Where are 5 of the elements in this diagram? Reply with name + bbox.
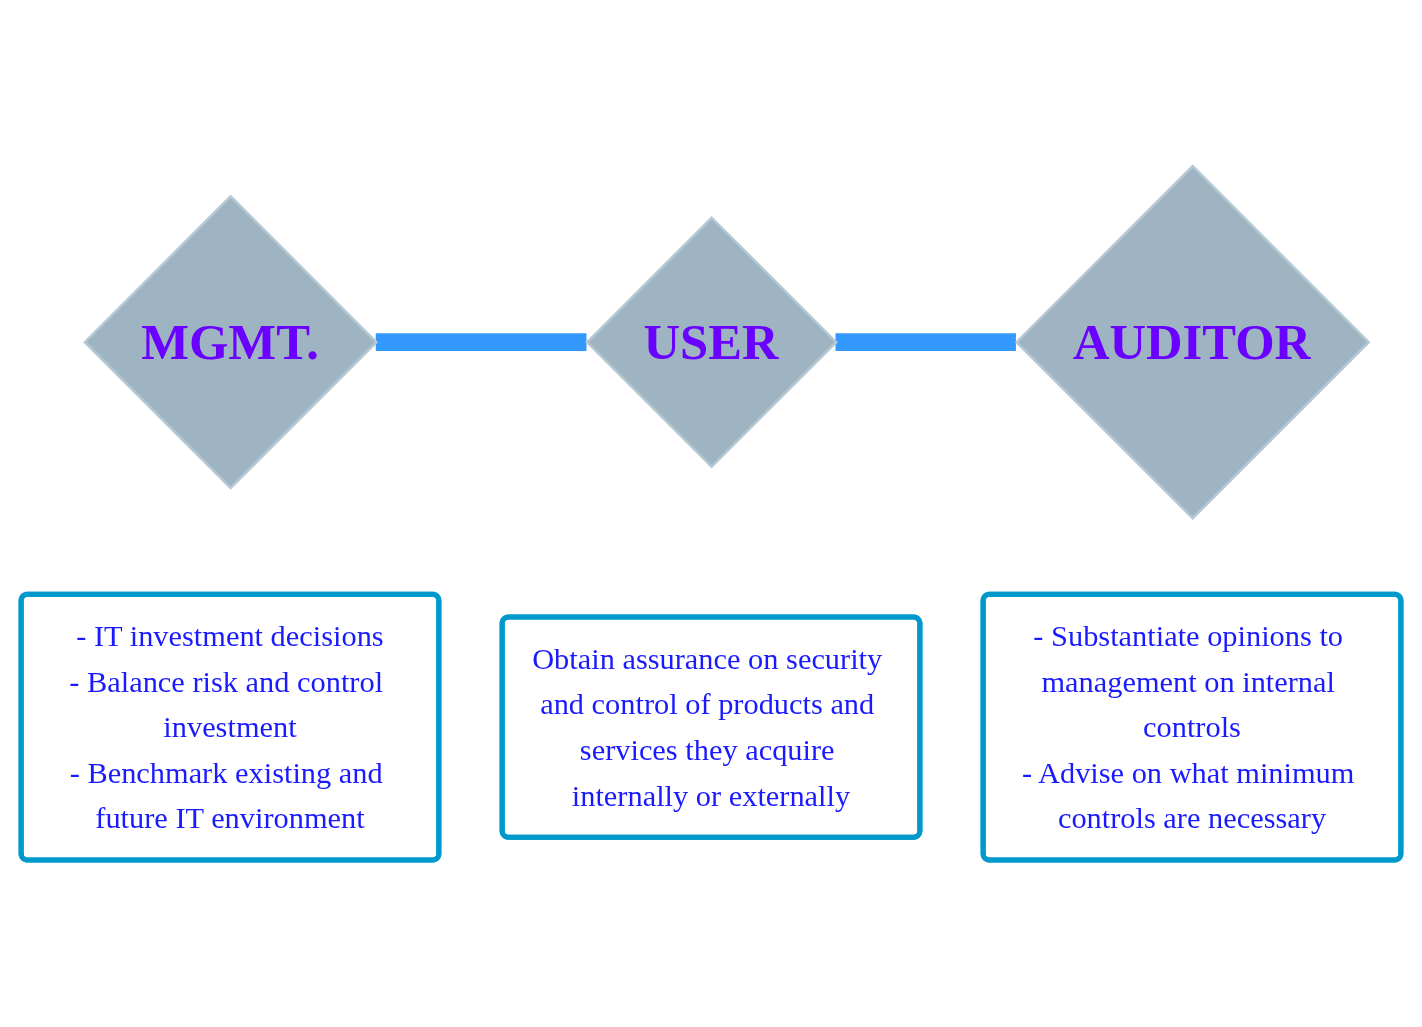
connector bbox=[375, 333, 587, 352]
connector bbox=[835, 333, 1016, 352]
node-diamond: USER bbox=[585, 216, 838, 469]
node-diamond: MGMT. bbox=[83, 195, 379, 491]
node-diamond: AUDITOR bbox=[1014, 164, 1371, 521]
